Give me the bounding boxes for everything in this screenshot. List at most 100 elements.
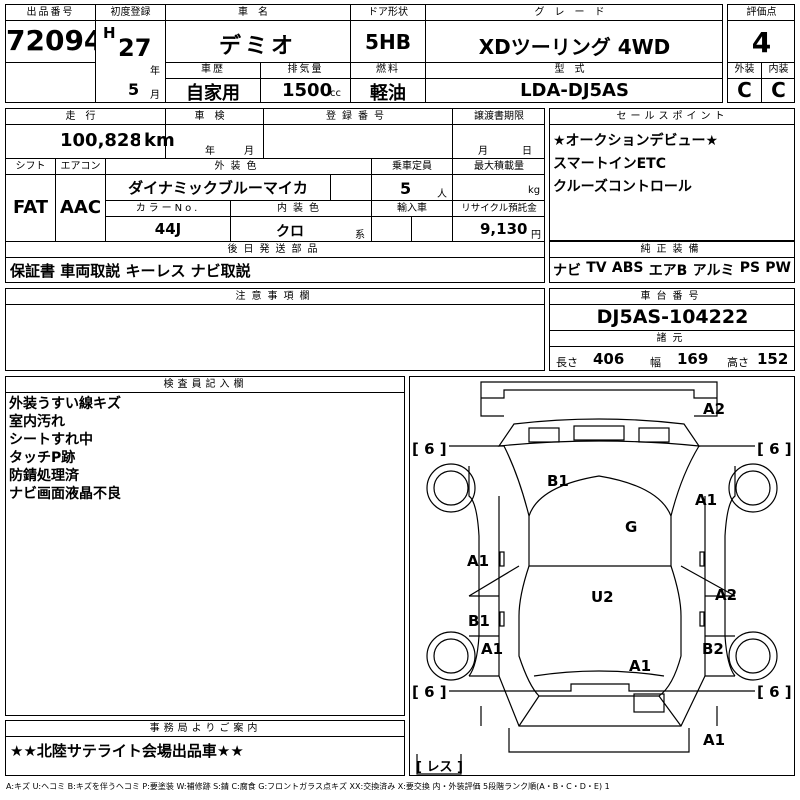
transfer-day-unit: 日: [522, 146, 532, 157]
notes-label: 注意事項欄: [235, 291, 316, 302]
load-unit: kg: [528, 185, 541, 196]
inspector-box: [5, 376, 405, 716]
damage-left-rear-door: B1: [468, 612, 490, 630]
reg-year: 27: [118, 34, 152, 62]
height-label: 高さ: [727, 356, 749, 369]
import-label: 輸入車: [397, 203, 427, 214]
transfer-month-unit: 月: [478, 146, 488, 157]
color-no-label: カラーNo.: [135, 203, 201, 214]
score: 4: [751, 26, 772, 59]
damage-right-rear-door: A2: [715, 586, 738, 604]
int-color-unit: 系: [355, 230, 365, 241]
width-label: 幅: [650, 356, 661, 369]
damage-rear-glass: U2: [591, 588, 614, 606]
notes-box: [5, 288, 545, 371]
mileage-unit: km: [144, 130, 175, 151]
equip-pw: PW: [765, 260, 791, 276]
equipment-label: 純正装備: [640, 244, 705, 255]
later-parts-label: 後日発送部品: [227, 244, 324, 255]
lot-number: 72094: [6, 24, 95, 57]
tire-front-right: [ 6 ]: [757, 440, 792, 458]
int-color: クロ: [276, 224, 304, 240]
displacement: 1500: [282, 80, 333, 101]
car-name: デミオ: [218, 34, 297, 59]
tire-front-left: [ 6 ]: [412, 440, 447, 458]
inspector-label: 検査員記入欄: [163, 379, 248, 390]
selling-point-3: クルーズコントロール: [553, 179, 692, 195]
disp-label: 排気量: [287, 64, 324, 75]
selling-point-2: スマートインETC: [553, 156, 666, 172]
fuel: 軽油: [370, 83, 406, 104]
int-label: 内装: [768, 64, 789, 75]
model-label: 型式: [554, 64, 595, 75]
header-block: [5, 4, 723, 103]
wheel-rear-right: [728, 631, 778, 681]
ext-grade: C: [737, 78, 752, 102]
mileage-label: 走行: [65, 111, 106, 122]
model-code: LDA-DJ5AS: [520, 80, 629, 101]
door-type: 5HB: [365, 30, 411, 54]
inspector-line: ナビ画面液晶不良: [9, 486, 121, 502]
damage-trunk: A1: [629, 657, 652, 675]
wheel-rear-left: [426, 631, 476, 681]
diagram-box: [409, 376, 795, 776]
chassis-box: [549, 288, 795, 371]
grade-label: グレード: [534, 7, 615, 18]
ac-label: エアコン: [60, 161, 101, 172]
later-parts: 保証書 車両取説 キーレス ナビ取説: [10, 262, 251, 280]
shaken-label: 車検: [194, 111, 235, 122]
score-label: 評価点: [746, 7, 777, 18]
grade: XDツーリング 4WD: [478, 35, 671, 59]
equip-navi: ナビ: [553, 263, 581, 279]
ext-color: ダイナミックブルーマイカ: [128, 179, 308, 197]
reg-no-label: 登録番号: [326, 111, 390, 122]
inspector-line: 外装うすい線キズ: [9, 396, 121, 412]
seats-unit: 人: [437, 189, 447, 200]
height: 152: [757, 350, 789, 368]
office-text: ★★北陸サテライト会場出品車★★: [10, 742, 244, 760]
damage-rear-bumper: A1: [703, 731, 726, 749]
ext-label: 外装: [734, 64, 755, 75]
seats: 5: [400, 179, 412, 198]
inspector-notes: 外装うすい線キズ 室内汚れ シートすれ中 タッチP跡 防錆処理済 ナビ画面液晶不…: [9, 395, 121, 503]
inspector-line: シートすれ中: [9, 432, 93, 448]
color-label: 外装色: [214, 161, 263, 172]
chassis-number: DJ5AS-104222: [596, 306, 749, 328]
damage-right-front-fender: A1: [695, 491, 718, 509]
equip-alloy: アルミ: [692, 263, 735, 279]
length: 406: [593, 350, 625, 368]
history-label: 車歴: [201, 64, 225, 75]
spec-block: [5, 108, 545, 283]
selling-points-box: [549, 108, 795, 241]
shaken-year-unit: 年: [205, 146, 215, 157]
body-outline: [469, 445, 735, 567]
int-grade: C: [771, 78, 786, 102]
legend: A:キズ U:ヘコミ B:キズを伴うヘコミ P:要塗装 W:補修跡 S:錆 C:…: [6, 782, 610, 791]
inspector-line: 防錆処理済: [9, 468, 79, 484]
year-unit: 年: [150, 66, 160, 77]
rear-bumper: [480, 706, 718, 726]
wheel-front-right: [728, 463, 778, 513]
shaken-month-unit: 月: [244, 146, 254, 157]
damage-left-front-door: A1: [467, 552, 490, 570]
equip-tv: TV: [586, 260, 607, 276]
shift-label: シフト: [15, 161, 46, 172]
mileage: 100,828: [60, 130, 140, 151]
selling-point-1: ★オークションデビュー★: [553, 133, 719, 149]
equip-ps: PS: [739, 260, 761, 276]
office-label: 事務局よりご案内: [149, 723, 262, 734]
shift: FAT: [12, 197, 49, 218]
selling-label: セールスポイント: [616, 111, 729, 122]
chassis-label: 車台番号: [640, 291, 705, 302]
inspector-line: タッチP跡: [9, 450, 76, 466]
disp-unit: cc: [330, 88, 341, 99]
history: 自家用: [186, 83, 240, 104]
wheel-front-left: [426, 463, 476, 513]
tire-rear-left: [ 6 ]: [412, 683, 447, 701]
int-color-label: 内装色: [277, 203, 325, 214]
dims-label: 諸元: [656, 333, 689, 344]
front-bumper: [480, 381, 718, 399]
recycle-unit: 円: [531, 230, 541, 241]
office-box: [5, 720, 405, 776]
equipment-box: [549, 241, 795, 283]
